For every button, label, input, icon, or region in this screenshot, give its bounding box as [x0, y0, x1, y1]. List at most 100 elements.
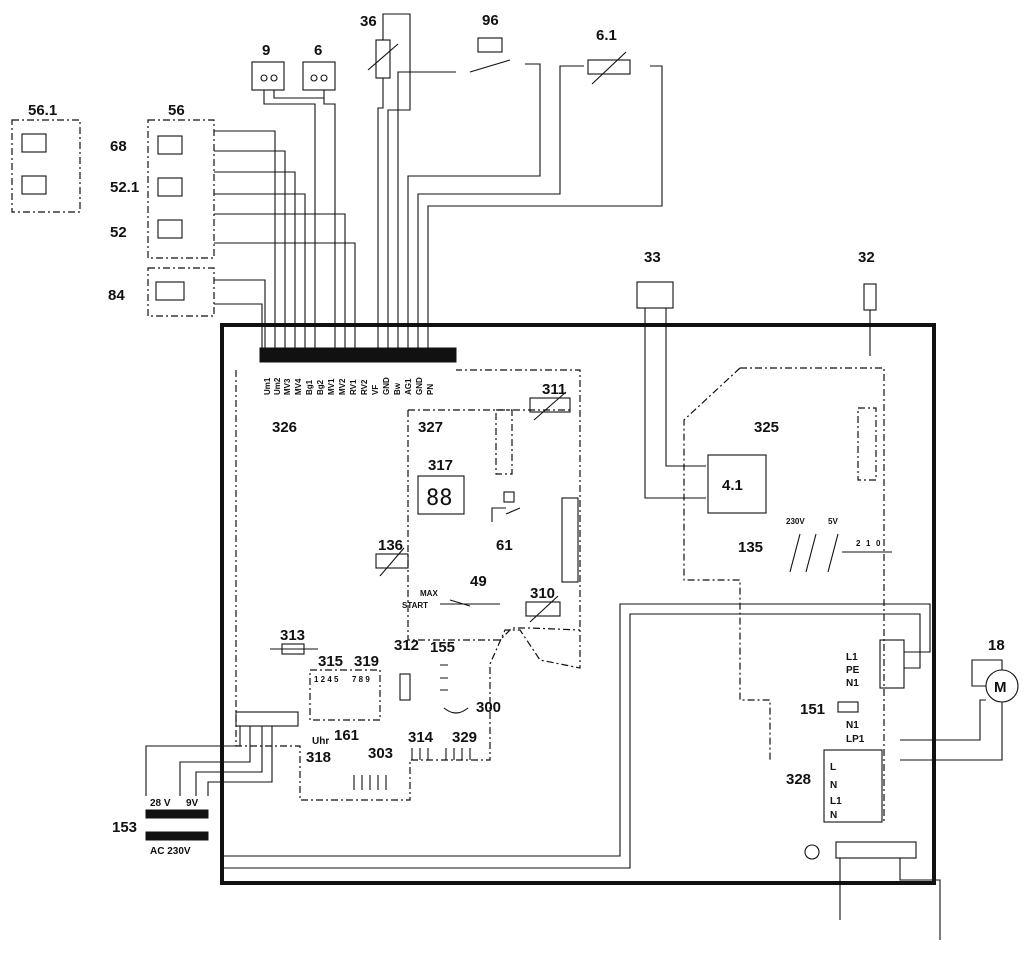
display-317 — [417, 475, 465, 515]
valve-group-56 — [147, 119, 215, 259]
svg-text:MV4: MV4 — [294, 378, 303, 395]
label-329: 329 — [452, 729, 477, 746]
svg-text:MV2: MV2 — [338, 378, 347, 395]
label-l: L — [830, 762, 836, 773]
svg-text:Um2: Um2 — [273, 377, 282, 395]
label-56: 56 — [168, 102, 185, 119]
label-52-1: 52.1 — [110, 179, 139, 196]
sensor-6-1: 6.1 — [587, 27, 631, 85]
terminal-strip — [259, 347, 457, 363]
label-0: 0 — [876, 539, 881, 548]
main-terminal — [835, 841, 917, 859]
label-325: 325 — [754, 419, 779, 436]
label-9: 9 — [262, 42, 270, 59]
dip-labels-2: 7 8 9 — [352, 675, 370, 684]
board-327 — [407, 409, 581, 641]
label-318: 318 — [306, 749, 331, 766]
label-pe: PE — [846, 665, 860, 676]
label-312: 312 — [394, 637, 419, 654]
svg-text:GND: GND — [415, 377, 424, 395]
label-1: 1 — [866, 539, 871, 548]
valve-group-84 — [147, 267, 215, 317]
label-9v: 9V — [186, 798, 199, 809]
svg-text:Bg2: Bg2 — [316, 379, 325, 395]
label-327: 327 — [418, 419, 443, 436]
svg-text:VF: VF — [371, 385, 380, 395]
label-l1: L1 — [846, 652, 858, 663]
label-56-1: 56.1 — [28, 102, 57, 119]
label-max: MAX — [420, 589, 438, 598]
label-n: N — [830, 780, 837, 791]
label-310: 310 — [530, 585, 555, 602]
label-319: 319 — [354, 653, 379, 670]
label-ac-230v: AC 230V — [150, 846, 191, 857]
svg-text:RV1: RV1 — [349, 379, 358, 395]
label-314: 314 — [408, 729, 434, 746]
label-32: 32 — [858, 249, 875, 266]
label-326: 326 — [272, 419, 297, 436]
label-153: 153 — [112, 819, 137, 836]
label-155: 155 — [430, 639, 455, 656]
label-5v: 5V — [828, 517, 838, 526]
label-52: 52 — [110, 224, 127, 241]
label-68: 68 — [110, 138, 127, 155]
label-uhr: Uhr — [312, 736, 329, 747]
power-terminal-block — [879, 639, 905, 689]
label-33: 33 — [644, 249, 661, 266]
label-84: 84 — [108, 287, 125, 304]
label-n1: N1 — [846, 678, 859, 689]
module-4-1 — [707, 454, 767, 514]
svg-text:RV2: RV2 — [360, 379, 369, 395]
svg-text:MV3: MV3 — [283, 378, 292, 395]
label-303: 303 — [368, 745, 393, 762]
board-326 — [235, 369, 581, 801]
sensor-9: 9 — [251, 42, 285, 91]
svg-text:GND: GND — [382, 377, 391, 395]
label-313: 313 — [280, 627, 305, 644]
sensor-33 — [636, 281, 674, 309]
label-4-1: 4.1 — [722, 477, 743, 494]
label-151: 151 — [800, 701, 825, 718]
label-317: 317 — [428, 457, 453, 474]
earth-icon — [804, 844, 820, 860]
label-36: 36 — [360, 13, 377, 30]
label-start: START — [402, 601, 428, 610]
label-315: 315 — [318, 653, 343, 670]
motor-symbol: M — [994, 679, 1007, 696]
label-28v: 28 V — [150, 798, 171, 809]
terminal-labels: Um1 Um2 MV3 MV4 Bg1 Bg2 MV1 MV2 RV1 RV2 … — [263, 377, 435, 395]
label-49: 49 — [470, 573, 487, 590]
label-300: 300 — [476, 699, 501, 716]
label-6: 6 — [314, 42, 322, 59]
label-230v: 230V — [786, 517, 805, 526]
display-digits: 88 — [426, 486, 453, 511]
label-311: 311 — [542, 381, 566, 398]
label-2: 2 — [856, 539, 861, 548]
dip-labels-1: 1 2 4 5 — [314, 675, 339, 684]
svg-text:PN: PN — [426, 384, 435, 395]
svg-text:Bg1: Bg1 — [305, 379, 314, 395]
sensor-36: 36 — [360, 13, 399, 79]
label-135: 135 — [738, 539, 763, 556]
sensor-32 — [863, 283, 877, 311]
sensor-6: 6 — [302, 42, 336, 91]
svg-text:AG1: AG1 — [404, 378, 413, 395]
switch-96: 96 — [469, 12, 511, 73]
control-box-border — [220, 323, 936, 885]
label-136: 136 — [378, 537, 403, 554]
label-lp1: LP1 — [846, 734, 865, 745]
dip-switch-block — [309, 669, 381, 721]
label-n-2: N — [830, 810, 837, 821]
label-161: 161 — [334, 727, 359, 744]
label-96: 96 — [482, 12, 499, 29]
valve-group-56-1 — [11, 119, 81, 213]
transformer-connector — [235, 711, 299, 727]
svg-text:Bw: Bw — [393, 382, 402, 395]
board-325 — [683, 367, 885, 822]
label-328: 328 — [786, 771, 811, 788]
terminal-block-328 — [823, 749, 883, 823]
svg-text:MV1: MV1 — [327, 378, 336, 395]
transformer-153 — [145, 809, 209, 819]
label-n1-2: N1 — [846, 720, 859, 731]
